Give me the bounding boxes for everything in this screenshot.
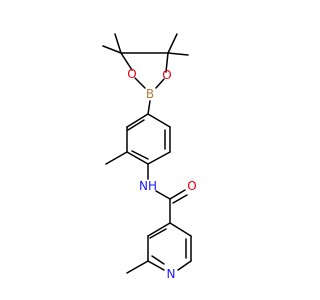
bond-methyl-3 bbox=[167, 33, 178, 54]
atom-oxygen-left: O bbox=[127, 67, 136, 81]
bond-carbonyl-o-1 bbox=[169, 189, 186, 200]
bond-benzene-1 bbox=[126, 113, 149, 128]
bond-carbonyl-o-2 bbox=[172, 194, 188, 204]
bond-pyridine-3 bbox=[147, 260, 165, 271]
bond-c-o-left bbox=[120, 52, 133, 71]
atom-carbonyl-oxygen: O bbox=[187, 179, 196, 193]
atom-pyridine-nitrogen: N bbox=[167, 267, 176, 281]
bond-benzene-4 bbox=[147, 151, 171, 165]
molecule-structure: O O B NH O N bbox=[102, 33, 197, 281]
bond-pyridine-6 bbox=[169, 222, 192, 237]
bond-methyl-4 bbox=[167, 52, 189, 56]
atom-boron: B bbox=[146, 87, 154, 101]
atom-amide-nh: NH bbox=[139, 179, 157, 193]
bonds bbox=[102, 33, 192, 274]
atom-oxygen-right: O bbox=[162, 68, 171, 82]
bond-o-b-left bbox=[134, 77, 146, 89]
bond-pyridine-4 bbox=[177, 260, 192, 271]
bond-methyl-2 bbox=[114, 33, 122, 54]
atom-labels: O O B NH O N bbox=[127, 67, 196, 281]
bond-o-b-right bbox=[155, 78, 165, 89]
bond-n-carbonyl bbox=[155, 190, 171, 200]
bond-benzene-6 bbox=[147, 113, 171, 128]
bond-benzene-1b bbox=[127, 119, 145, 131]
bond-pyridine-1b bbox=[149, 228, 167, 239]
bond-aryl-methyl bbox=[105, 151, 128, 165]
bond-benzene-3 bbox=[126, 151, 149, 165]
bond-benzene-3b bbox=[131, 150, 149, 160]
bond-pyridine-1 bbox=[147, 222, 171, 237]
bond-methyl-1 bbox=[102, 45, 122, 54]
bond-c-o-right bbox=[165, 52, 169, 73]
bond-pyridine-3b bbox=[151, 255, 165, 265]
structure-canvas: O O B NH O N bbox=[102, 33, 197, 281]
bond-pyridine-methyl bbox=[126, 260, 149, 274]
bond-b-c-aryl bbox=[147, 100, 151, 115]
